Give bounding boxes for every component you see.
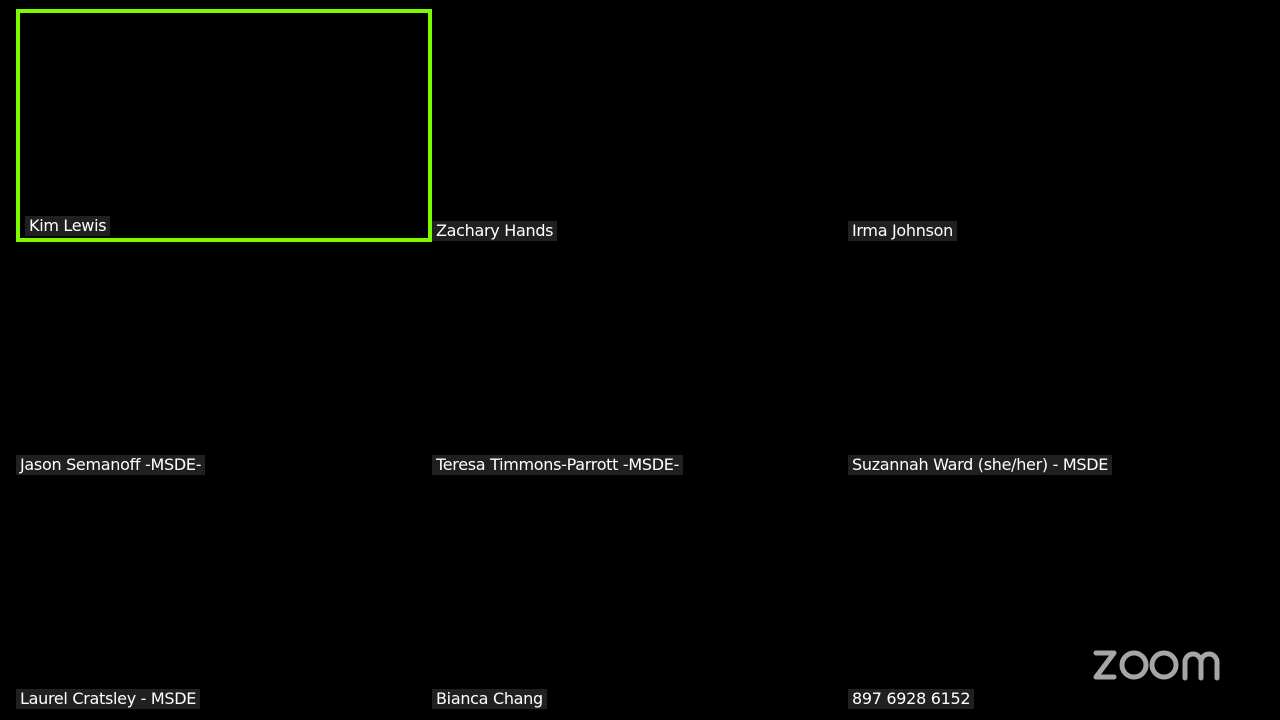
participant-tile[interactable]: Irma Johnson bbox=[848, 9, 1264, 243]
participant-tile[interactable]: Teresa Timmons-Parrott -MSDE- bbox=[432, 243, 848, 477]
participant-tile[interactable]: Jason Semanoff -MSDE- bbox=[16, 243, 432, 477]
participant-name-label: Suzannah Ward (she/her) - MSDE bbox=[848, 455, 1113, 475]
zoom-logo-icon bbox=[1092, 640, 1232, 688]
participant-tile-active-speaker[interactable]: Kim Lewis bbox=[16, 9, 432, 242]
participant-name-label: Jason Semanoff -MSDE- bbox=[16, 455, 206, 475]
participant-name-label: Irma Johnson bbox=[848, 221, 957, 241]
participant-name-label: Bianca Chang bbox=[432, 689, 547, 709]
participant-tile[interactable]: Bianca Chang bbox=[432, 477, 848, 711]
participant-tile-phone[interactable]: 897 6928 6152 bbox=[848, 477, 1264, 711]
participant-tile[interactable]: Laurel Cratsley - MSDE bbox=[16, 477, 432, 711]
participant-name-label: Laurel Cratsley - MSDE bbox=[16, 689, 201, 709]
participant-tile[interactable]: Zachary Hands bbox=[432, 9, 848, 243]
participant-name-label: Teresa Timmons-Parrott -MSDE- bbox=[432, 455, 684, 475]
participant-tile[interactable]: Suzannah Ward (she/her) - MSDE bbox=[848, 243, 1264, 477]
participant-name-label: Zachary Hands bbox=[432, 221, 558, 241]
participant-name-label: 897 6928 6152 bbox=[848, 689, 975, 709]
participant-name-label: Kim Lewis bbox=[25, 216, 111, 236]
